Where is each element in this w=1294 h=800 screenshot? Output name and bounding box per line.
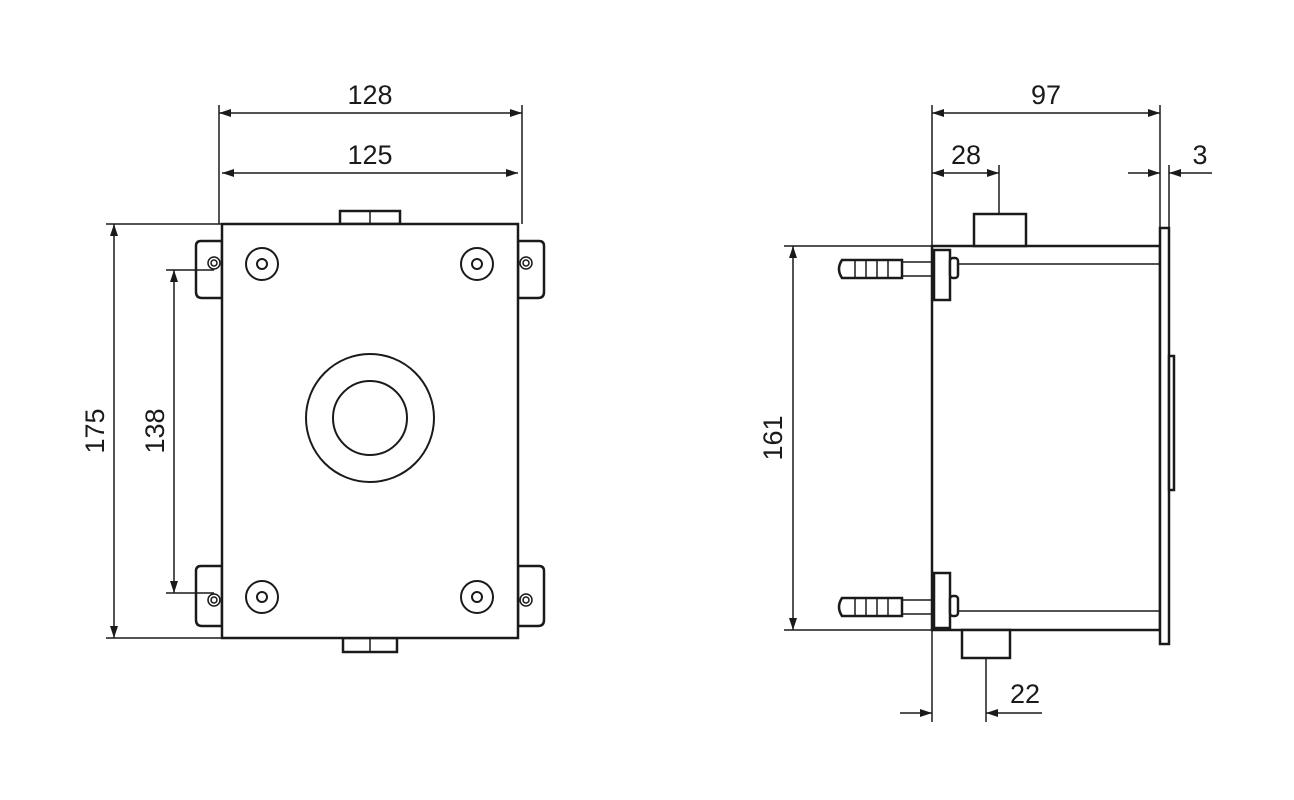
side-dimensions: 97 28 3 161 22 bbox=[758, 80, 1212, 722]
side-plate-knob bbox=[1167, 354, 1176, 492]
front-screw-bottom-right bbox=[460, 580, 494, 614]
side-bottom-connector bbox=[960, 628, 1012, 660]
dim-label-front-height-outer: 175 bbox=[80, 408, 110, 453]
side-top-connector bbox=[972, 212, 1028, 248]
side-front-plate bbox=[1158, 226, 1171, 646]
front-bracket-bottom-right bbox=[516, 564, 546, 628]
dim-label-side-offset: 28 bbox=[951, 140, 981, 170]
dim-label-front-height-mount: 138 bbox=[140, 408, 170, 453]
front-bracket-bottom-left bbox=[194, 564, 224, 628]
side-anchor-top bbox=[837, 248, 960, 302]
front-screw-top-left bbox=[245, 247, 279, 281]
front-view bbox=[194, 209, 546, 654]
side-anchor-bottom bbox=[837, 571, 960, 630]
dim-label-front-width-inner: 125 bbox=[347, 140, 392, 170]
dim-label-side-plate: 3 bbox=[1192, 140, 1207, 170]
side-view bbox=[837, 212, 1176, 660]
dim-label-side-height: 161 bbox=[758, 415, 788, 460]
front-opening-inner-ring bbox=[332, 380, 408, 456]
front-bracket-top-right bbox=[516, 239, 546, 300]
front-housing bbox=[220, 222, 520, 640]
front-screw-bottom-left bbox=[245, 580, 279, 614]
front-dimensions: 128 125 175 138 bbox=[80, 80, 523, 639]
front-opening-outer-ring bbox=[305, 353, 435, 483]
dim-label-front-width-outer: 128 bbox=[347, 80, 392, 110]
side-housing bbox=[930, 244, 1162, 632]
front-screw-top-right bbox=[460, 247, 494, 281]
dim-label-side-bottom-offset: 22 bbox=[1010, 679, 1040, 709]
dim-label-side-depth: 97 bbox=[1031, 80, 1061, 110]
